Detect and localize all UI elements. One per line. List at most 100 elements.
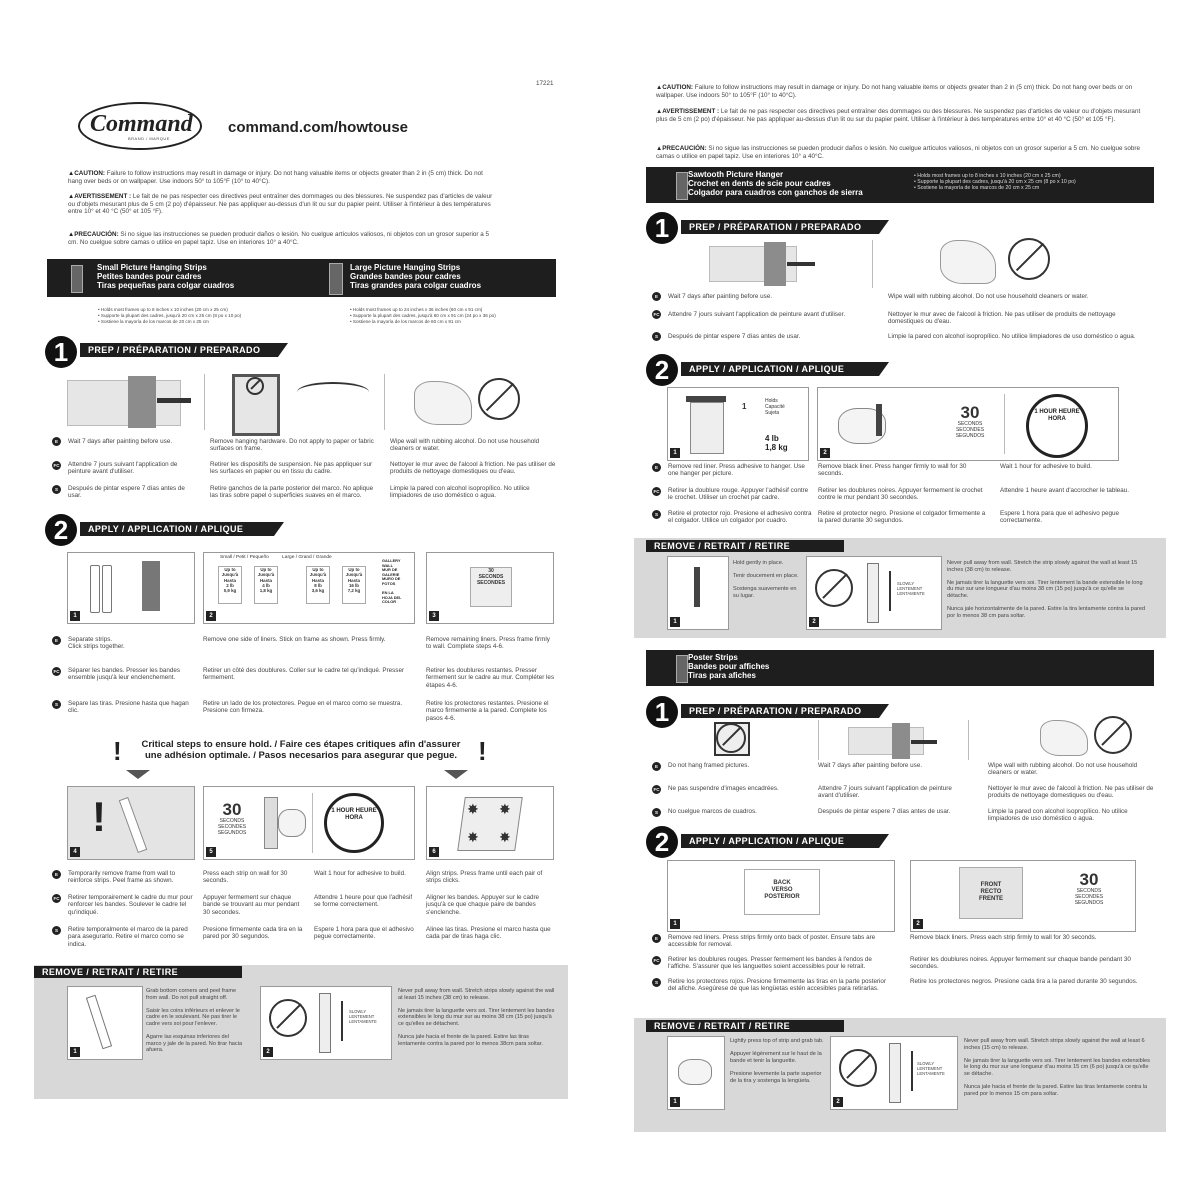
panel-number: 2 bbox=[913, 919, 923, 929]
large-strips-title: Large Picture Hanging Strips Grandes ban… bbox=[350, 263, 482, 290]
warning-exclamation-icon: ! bbox=[113, 736, 122, 766]
poster-prep-col3-es: Limpie la pared con alcohol isopropílico… bbox=[988, 808, 1128, 823]
arrow-down-icon bbox=[126, 770, 150, 779]
step-1-label: PREP / PRÉPARATION / PREPARADO bbox=[80, 343, 288, 357]
panel-number: 4 bbox=[70, 847, 80, 857]
panel-number: 2 bbox=[833, 1097, 843, 1107]
poster-apply-col2-fr: Retirer les doublures noires. Appuyer fe… bbox=[910, 956, 1131, 971]
product-bar: Small Picture Hanging Strips Petites ban… bbox=[47, 259, 556, 297]
lang-en-icon: E bbox=[652, 292, 661, 301]
paint-roller-icon bbox=[128, 376, 156, 428]
lang-fc-icon: FC bbox=[52, 461, 61, 470]
arrow-down-icon bbox=[444, 770, 468, 779]
crit-col2-fr: Appuyer fermement sur chaque bande se tr… bbox=[203, 894, 300, 916]
poster-prep-col2-fr: Attendre 7 jours suivant l'application d… bbox=[818, 785, 952, 800]
peel-frame-icon bbox=[85, 994, 113, 1050]
hand-press-icon bbox=[678, 1059, 712, 1085]
no-pull-icon bbox=[815, 569, 853, 607]
poster-remove-col2: Never pull away from wall. Stretch strip… bbox=[964, 1038, 1150, 1097]
strip-on-wall-icon bbox=[319, 993, 331, 1053]
command-logo: Command BRAND / MARQUE bbox=[78, 102, 202, 150]
poster-front-card: FRONT RECTO FRENTE bbox=[959, 867, 1023, 919]
no-pull-icon bbox=[839, 1049, 877, 1087]
step2-col2-fr: Retirer un côté des doublures. Coller su… bbox=[203, 667, 405, 682]
step2-col1-fr: Séparer les bandes. Presser les bandes e… bbox=[68, 667, 181, 682]
step2-col1-es: Separe las tiras. Presione hasta que hag… bbox=[68, 700, 189, 715]
lang-s-icon: S bbox=[652, 978, 661, 987]
roller-handle bbox=[157, 398, 191, 403]
saw-apply-col3-es: Espere 1 hora para que el adhesivo pegue… bbox=[1000, 510, 1120, 525]
panel-number: 1 bbox=[70, 611, 80, 621]
hanger-on-wall-icon bbox=[694, 567, 700, 607]
slowly-label: SLOWLY LENTEMENT LENTAMENTE bbox=[917, 1061, 945, 1076]
sawtooth-hanger-icon bbox=[676, 172, 688, 200]
lang-en-icon: E bbox=[652, 934, 661, 943]
step-2-number: 2 bbox=[45, 514, 77, 546]
clock-1-hour-icon: 1 HOUR HEURE HORA bbox=[324, 793, 384, 853]
saw-prep-col2-fr: Nettoyer le mur avec de l'alcool à frict… bbox=[888, 311, 1116, 326]
saw-apply-col1-en: Remove red liner. Press adhesive to hang… bbox=[668, 463, 805, 478]
step-1-number: 1 bbox=[646, 212, 678, 244]
step1-col2-es: Retire ganchos de la parte posterior del… bbox=[210, 485, 374, 500]
timer-30-seconds: 30 SECONDS SECONDES SEGUNDOS bbox=[217, 800, 247, 836]
crit-col2-es: Presione firmemente cada tira en la pare… bbox=[203, 926, 303, 941]
precaucion-block: ▲PRECAUCIÓN: Si no sigue las instruccion… bbox=[68, 231, 490, 246]
poster-prep-col2-en: Wait 7 days after painting before use. bbox=[818, 762, 923, 769]
strip-icon bbox=[102, 565, 112, 613]
stretch-strip-panel: SLOWLY LENTEMENT LENTAMENTE 2 bbox=[260, 986, 392, 1060]
sawtooth-bar: Sawtooth Picture Hanger Crochet en dents… bbox=[646, 167, 1154, 203]
no-cleaner-icon bbox=[1008, 238, 1050, 280]
stretch-strip-panel: SLOWLY LENTEMENT LENTAMENTE 2 bbox=[806, 556, 942, 630]
brand-url[interactable]: command.com/howtouse bbox=[228, 119, 409, 136]
strip-on-wall-icon bbox=[867, 563, 879, 623]
panel-number: 1 bbox=[670, 617, 680, 627]
poster-apply-col1-en: Remove red liners. Press strips firmly o… bbox=[668, 934, 876, 949]
poster-apply-col1-es: Retire los protectores rojos. Presione f… bbox=[668, 978, 887, 993]
step1-col3-en: Wipe wall with rubbing alcohol. Do not u… bbox=[390, 438, 540, 453]
crit-col4-en: Align strips. Press frame until each pai… bbox=[426, 870, 543, 885]
step1-col1-es: Después de pintar espere 7 días antes de… bbox=[68, 485, 185, 500]
holds-label: Holds Capacité Sujeta bbox=[765, 398, 785, 416]
lang-en-icon: E bbox=[52, 437, 61, 446]
wipe-wall-hand-icon bbox=[940, 240, 996, 284]
no-cleaner-icon bbox=[1094, 716, 1132, 754]
lang-fc-icon: FC bbox=[52, 894, 61, 903]
poster-apply-col2-es: Retire los protectores negros. Presione … bbox=[910, 978, 1138, 985]
saw-prep-col1-fr: Attendre 7 jours suivant l'application d… bbox=[668, 311, 846, 318]
lang-en-icon: E bbox=[52, 636, 61, 645]
remove-col1-text: Grab bottom corners and peel frame from … bbox=[146, 988, 243, 1054]
lang-en-icon: E bbox=[652, 762, 661, 771]
hanging-wire-icon bbox=[297, 382, 369, 402]
step2-col3-fr: Retirer les doublures restantes. Presser… bbox=[426, 667, 555, 689]
stretch-strip-panel: SLOWLY LENTEMENT LENTAMENTE 2 bbox=[830, 1036, 958, 1110]
divider bbox=[818, 720, 819, 760]
divider bbox=[204, 374, 205, 430]
poster-prep-col1-fr: Ne pas suspendre d'images encadrées. bbox=[668, 785, 779, 792]
no-hardware-icon bbox=[246, 377, 264, 395]
lang-fc-icon: FC bbox=[652, 310, 661, 319]
panel-number: 2 bbox=[206, 611, 216, 621]
strip-icon bbox=[90, 565, 100, 613]
saw-apply-col2-en: Remove black liner. Press hanger firmly … bbox=[818, 463, 967, 478]
panel-number-inline: 1 bbox=[742, 402, 747, 411]
press-frame-panel: 30 SECONDS SECONDES 3 bbox=[426, 552, 554, 624]
saw-apply-col3-en: Wait 1 hour for adhesive to build. bbox=[1000, 463, 1092, 470]
poster-prep-col1-es: No cuelgue marcos de cuadros. bbox=[668, 808, 757, 815]
crit-col4-es: Alinee las tiras. Presione el marco hast… bbox=[426, 926, 551, 941]
saw-remove-col2: Never pull away from wall. Stretch the s… bbox=[947, 560, 1146, 619]
grab-tab-panel: 1 bbox=[667, 1036, 725, 1110]
step2-col3-es: Retire los protectores restantes. Presio… bbox=[426, 700, 549, 722]
saw-remove-col1: Hold gently in place. Tenir doucement en… bbox=[733, 560, 799, 599]
capacity-large-2: Up to Jusqu'à Hasta 16 lb 7,2 kg bbox=[342, 566, 366, 604]
step2-col2-es: Retire un lado de los protectores. Pegue… bbox=[203, 700, 403, 715]
click-star-icon: ✸ bbox=[467, 801, 479, 817]
step1-col3-es: Limpie la pared con alcohol isopropílico… bbox=[390, 485, 530, 500]
step-1-label: PREP / PRÉPARATION / PREPARADO bbox=[681, 220, 889, 234]
painted-wall-illustration bbox=[67, 380, 181, 426]
timer-30-seconds: 30 SECONDS SECONDES SEGUNDOS bbox=[1074, 870, 1104, 906]
caution-block: ▲CAUTION: Failure to follow instructions… bbox=[68, 170, 483, 185]
saw-prep-col1-en: Wait 7 days after painting before use. bbox=[668, 293, 773, 300]
poster-bar: Poster Strips Bandes pour affiches Tiras… bbox=[646, 650, 1154, 686]
divider bbox=[968, 720, 969, 760]
roller-handle bbox=[787, 262, 815, 266]
